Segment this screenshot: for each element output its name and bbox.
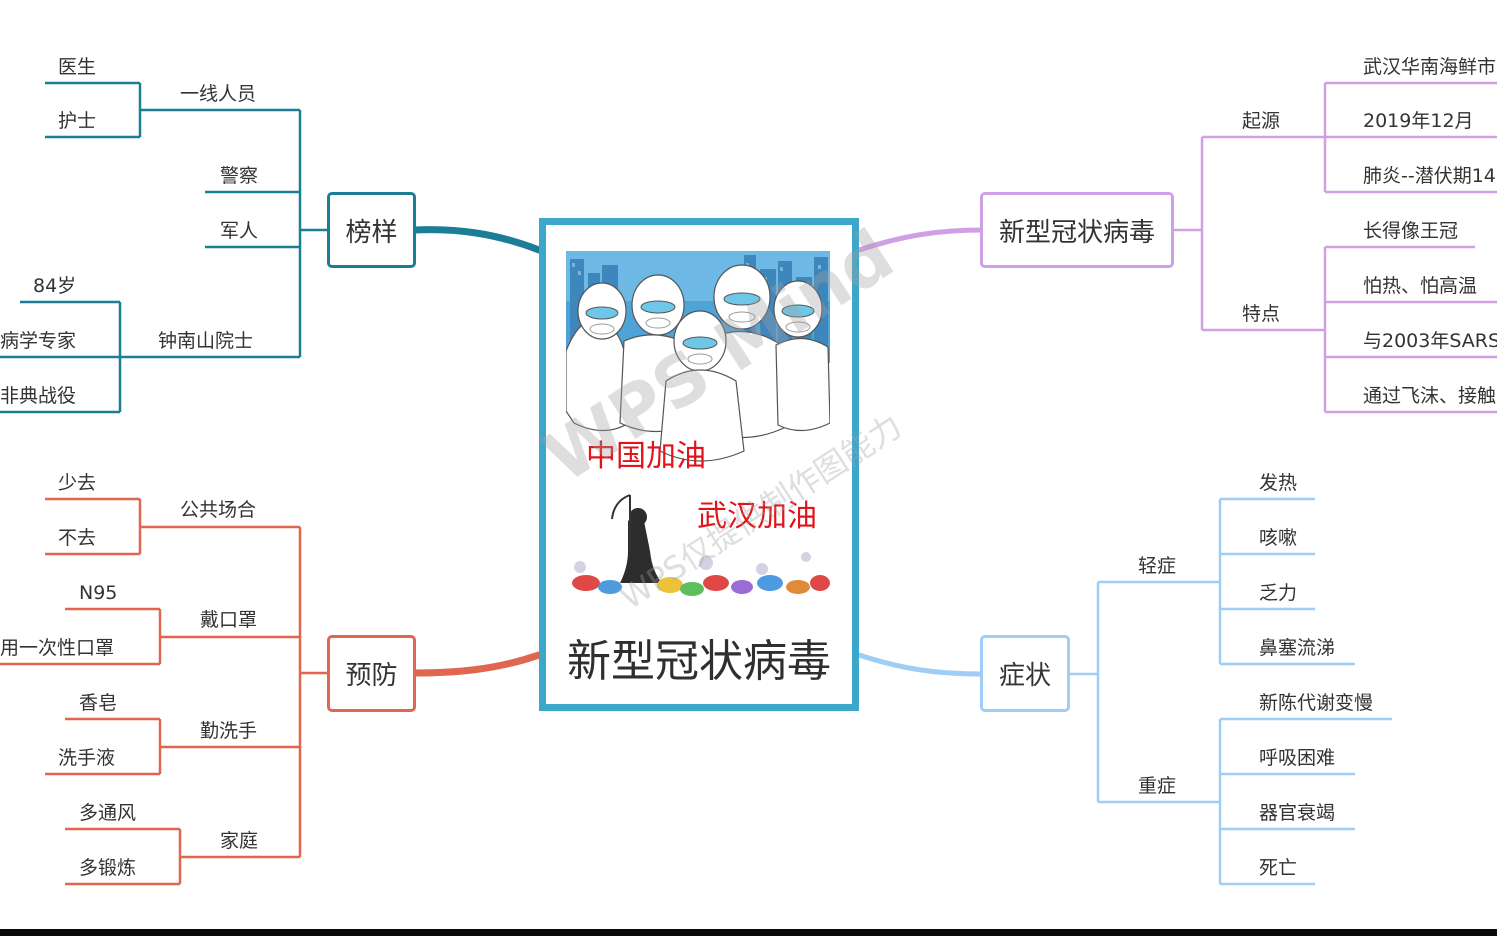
leaf-runny-nose[interactable]: 鼻塞流涕 (1259, 637, 1336, 659)
subtopic-soldier[interactable]: 军人 (220, 220, 259, 242)
subtopic-police[interactable]: 警察 (220, 165, 259, 187)
subtopic-origin[interactable]: 起源 (1242, 110, 1281, 132)
leaf-nurse[interactable]: 护士 (58, 110, 97, 132)
leaf-fatigue[interactable]: 乏力 (1259, 582, 1298, 604)
leaf-date[interactable]: 2019年12月 (1363, 110, 1474, 132)
leaf-sars-comparison[interactable]: 与2003年SARS (1363, 330, 1497, 352)
subtopic-home[interactable]: 家庭 (220, 830, 259, 852)
subtopic-public-places[interactable]: 公共场合 (180, 499, 257, 521)
medical-workers-illustration (566, 251, 830, 596)
central-topic[interactable]: 中国加油 武汉加油 新型冠状病毒 (539, 218, 859, 711)
leaf-soap[interactable]: 香皂 (79, 692, 118, 714)
topic-virus[interactable]: 新型冠状病毒 (980, 192, 1174, 268)
leaf-fever[interactable]: 发热 (1259, 472, 1298, 494)
topic-symptoms[interactable]: 症状 (980, 635, 1070, 712)
leaf-metabolism[interactable]: 新陈代谢变慢 (1259, 692, 1374, 714)
leaf-heat-sensitive[interactable]: 怕热、怕高温 (1363, 275, 1478, 297)
leaf-crown-shape[interactable]: 长得像王冠 (1363, 220, 1459, 242)
cheer-china: 中国加油 (586, 439, 706, 474)
leaf-wuhan-market[interactable]: 武汉华南海鲜市 (1363, 56, 1497, 78)
leaf-ventilate[interactable]: 多通风 (79, 802, 137, 824)
subtopic-mild[interactable]: 轻症 (1138, 555, 1177, 577)
subtopic-features[interactable]: 特点 (1242, 303, 1281, 325)
leaf-dont-go[interactable]: 不去 (58, 527, 97, 549)
leaf-transmission[interactable]: 通过飞沫、接触 (1363, 385, 1497, 407)
leaf-doctor[interactable]: 医生 (58, 56, 97, 78)
leaf-exercise[interactable]: 多锻炼 (79, 857, 137, 879)
central-topic-title: 新型冠状病毒 (567, 636, 831, 687)
subtopic-zhong-nanshan[interactable]: 钟南山院士 (158, 330, 254, 352)
leaf-incubation[interactable]: 肺炎--潜伏期14 (1363, 165, 1496, 187)
subtopic-mask[interactable]: 戴口罩 (200, 609, 258, 631)
leaf-expert[interactable]: 病学专家 (0, 330, 77, 352)
leaf-hand-sanitizer[interactable]: 洗手液 (58, 747, 116, 769)
illustration-image (566, 251, 830, 601)
topic-prevention[interactable]: 预防 (327, 635, 416, 712)
subtopic-frontline[interactable]: 一线人员 (180, 83, 257, 105)
bottom-edge-bar (0, 929, 1497, 936)
leaf-n95[interactable]: N95 (79, 582, 118, 604)
leaf-go-less[interactable]: 少去 (58, 472, 97, 494)
topic-role-models[interactable]: 榜样 (327, 192, 416, 268)
leaf-organ-failure[interactable]: 器官衰竭 (1259, 802, 1336, 824)
cheer-wuhan: 武汉加油 (697, 499, 817, 534)
leaf-sars-battle[interactable]: 非典战役 (0, 385, 77, 407)
subtopic-severe[interactable]: 重症 (1138, 775, 1177, 797)
leaf-disposable-mask[interactable]: 用一次性口罩 (0, 637, 115, 659)
subtopic-wash-hands[interactable]: 勤洗手 (200, 720, 258, 742)
leaf-death[interactable]: 死亡 (1259, 857, 1298, 879)
leaf-breathing[interactable]: 呼吸困难 (1259, 747, 1336, 769)
leaf-age[interactable]: 84岁 (33, 275, 77, 297)
leaf-cough[interactable]: 咳嗽 (1259, 527, 1298, 549)
